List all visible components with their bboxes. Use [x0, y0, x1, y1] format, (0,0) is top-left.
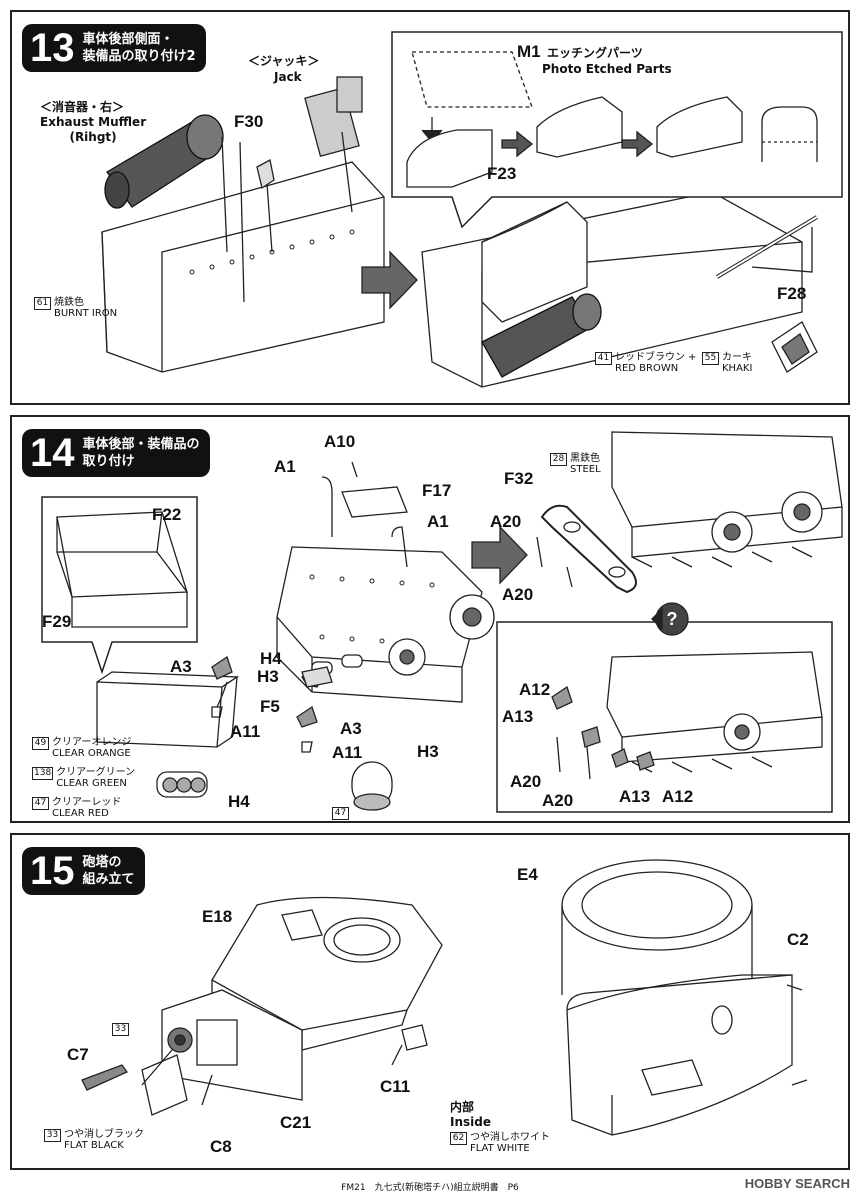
part-a1-top: A1 [274, 457, 296, 476]
step-15-panel: 15 砲塔の 組み立て [10, 833, 850, 1170]
step-14-panel: 14 車体後部・装備品の 取り付け [10, 415, 850, 823]
step-13-badge: 13 車体後部側面・ 装備品の取り付け2 [22, 24, 206, 72]
part-c7: C7 [67, 1045, 89, 1064]
part-a10: A10 [324, 432, 356, 451]
part-a12-a: A12 [519, 680, 551, 699]
page-footer: FM21 九七式(新砲塔チハ)組立説明書 P6 [341, 1183, 519, 1193]
part-c8: C8 [210, 1137, 232, 1156]
part-h4-bottom: H4 [228, 792, 250, 811]
part-e4: E4 [517, 865, 538, 884]
m1-en: Photo Etched Parts [542, 62, 672, 76]
part-a11-left: A11 [230, 722, 261, 741]
part-c21: C21 [280, 1113, 312, 1132]
part-f23: F23 [487, 164, 517, 183]
step-14-illustration: ? [41, 431, 843, 813]
part-a13-b: A13 [619, 787, 651, 806]
part-m1: M1 [517, 42, 541, 61]
step-15-badge: 15 砲塔の 組み立て [22, 847, 145, 895]
m1-jp: エッチングパーツ [547, 46, 643, 60]
step-number: 15 [30, 849, 75, 893]
paint-47-h3: 47 [332, 807, 349, 820]
inside-label: 内部 Inside [450, 1100, 491, 1129]
step-title: 車体後部・装備品の 取り付け [82, 437, 200, 469]
part-a3-bottom: A3 [340, 719, 362, 738]
part-e18: E18 [202, 907, 233, 926]
muffler-jp-label: ＜消音器・右＞ [40, 100, 125, 114]
part-h3-bottom: H3 [417, 742, 439, 761]
part-a20-a: A20 [490, 512, 522, 531]
muffler-en-label: Exhaust Muffler (Rihgt) [40, 115, 147, 144]
part-a13-a: A13 [502, 707, 534, 726]
step-14-badge: 14 車体後部・装備品の 取り付け [22, 429, 210, 477]
step-title: 車体後部側面・ 装備品の取り付け2 [82, 32, 196, 64]
part-a20-b: A20 [502, 585, 534, 604]
part-a1-right: A1 [427, 512, 449, 531]
part-a20-c: A20 [510, 772, 542, 791]
part-c11: C11 [380, 1077, 411, 1096]
part-c2: C2 [787, 930, 809, 949]
paint-33-mantlet: 33 [112, 1023, 129, 1036]
part-h3-top: H3 [257, 667, 279, 686]
jack-en-label: Jack [274, 70, 302, 84]
question-icon: ? [667, 609, 678, 629]
part-f22: F22 [152, 505, 182, 524]
part-h4-top: H4 [260, 649, 282, 668]
step-number: 13 [30, 26, 75, 70]
step-13-illustration [101, 31, 843, 388]
part-f17: F17 [422, 481, 452, 500]
part-f5: F5 [260, 697, 280, 716]
part-a11-bottom: A11 [332, 743, 363, 762]
part-a20-d: A20 [542, 791, 574, 810]
part-a12-b: A12 [662, 787, 694, 806]
part-a3-left: A3 [170, 657, 192, 676]
part-f28: F28 [777, 284, 807, 303]
part-f30: F30 [234, 112, 264, 131]
step-15-illustration [81, 859, 808, 1136]
step-title: 砲塔の 組み立て [82, 855, 135, 887]
part-f29: F29 [42, 612, 72, 631]
part-f32: F32 [504, 469, 534, 488]
step-13-panel: 13 車体後部側面・ 装備品の取り付け2 [10, 10, 850, 405]
jack-jp-label: ＜ジャッキ＞ [248, 54, 320, 68]
watermark: HOBBY SEARCH [744, 1176, 850, 1191]
step-number: 14 [30, 431, 75, 475]
